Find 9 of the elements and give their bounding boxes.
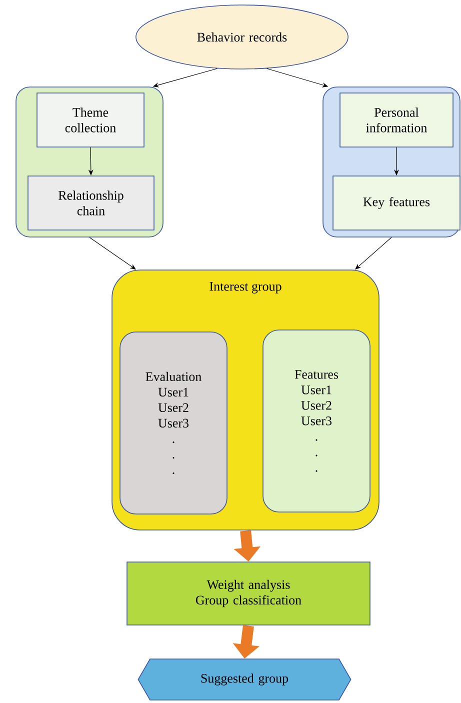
oval-node: Behavior records — [136, 4, 348, 70]
process-box: Personal information — [340, 92, 454, 148]
list-panel: Evaluation User1 User2 User3 . . . — [120, 332, 228, 514]
list-panel: Features User1 User2 User3 . . . — [262, 330, 370, 512]
process-box: Weight analysis Group classification — [126, 562, 370, 626]
process-box: Theme collection — [36, 92, 144, 148]
process-box: Key features — [332, 176, 460, 230]
result-hexagon: Suggested group — [138, 658, 352, 700]
process-box: Relationship chain — [28, 176, 154, 230]
